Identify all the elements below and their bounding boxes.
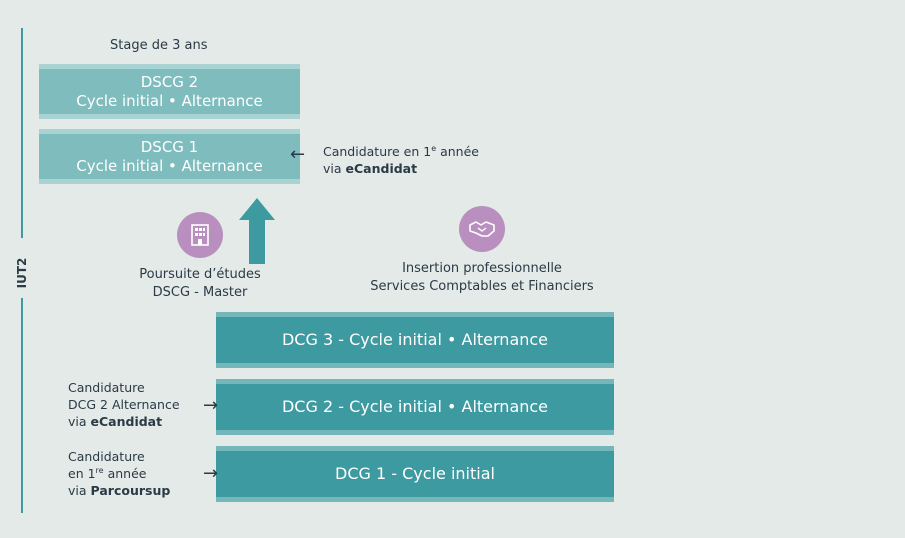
dscg-application-platform: eCandidat [345, 161, 418, 177]
dcg3-box: DCG 3 - Cycle initial • Alternance [216, 312, 614, 368]
dcg2-label: DCG 2 - Cycle initial • Alternance [281, 397, 549, 416]
stage-label: Stage de 3 ans [110, 38, 208, 53]
up-arrow-icon [239, 198, 275, 264]
dcg1-box: DCG 1 - Cycle initial [216, 446, 614, 502]
dscg-application-note: Candidature en 1e année via eCandidat [323, 144, 479, 178]
dcg2-application-platform: eCandidat [90, 413, 163, 429]
dcg2-application-line3-prefix: via [68, 413, 91, 429]
dcg1-application-platform: Parcoursup [90, 482, 171, 498]
dcg2-application-line2: DCG 2 Alternance [68, 396, 180, 412]
poursuite-text: Poursuite d’études DSCG - Master [120, 266, 280, 301]
insertion-text: Insertion professionnelle Services Compt… [352, 260, 612, 295]
iut-label: IUT2 [15, 257, 29, 289]
handshake-icon [459, 206, 505, 252]
right-arrow-icon: → [203, 395, 219, 416]
dscg1-subtitle: Cycle initial • Alternance [76, 156, 263, 175]
dcg1-application-line2-prefix: en 1 [68, 466, 96, 482]
dscg2-subtitle: Cycle initial • Alternance [76, 91, 263, 110]
dcg2-box: DCG 2 - Cycle initial • Alternance [216, 379, 614, 435]
dcg1-application-line2-suffix: année [103, 466, 147, 482]
dcg1-application-note: Candidature en 1re année via Parcoursup [68, 449, 170, 500]
poursuite-line2: DSCG - Master [152, 284, 248, 300]
dscg1-box: DSCG 1 Cycle initial • Alternance [39, 129, 300, 184]
iut-line-top [21, 28, 23, 238]
dscg-application-line1-suffix: année [436, 144, 479, 160]
poursuite-line1: Poursuite d’études [139, 267, 261, 282]
insertion-line2: Services Comptables et Financiers [370, 278, 594, 294]
building-icon [177, 212, 223, 258]
dscg2-title: DSCG 2 [140, 72, 199, 91]
dcg1-application-line2-sup: re [95, 465, 104, 475]
dscg1-title: DSCG 1 [140, 137, 199, 156]
dcg2-application-note: Candidature DCG 2 Alternance via eCandid… [68, 380, 180, 431]
dcg3-label: DCG 3 - Cycle initial • Alternance [281, 330, 549, 349]
dscg2-box: DSCG 2 Cycle initial • Alternance [39, 64, 300, 119]
iut-line-bottom [21, 298, 23, 513]
right-arrow-icon: → [203, 463, 219, 484]
dscg-application-line1-sup: e [431, 144, 437, 153]
insertion-line1: Insertion professionnelle [402, 261, 562, 276]
dcg1-application-line3-prefix: via [68, 482, 91, 498]
dscg-application-line2-prefix: via [323, 161, 346, 177]
dscg-application-line1-prefix: Candidature en 1 [323, 144, 432, 160]
dcg1-label: DCG 1 - Cycle initial [335, 464, 495, 483]
dcg2-application-line1: Candidature [68, 380, 145, 395]
dcg1-application-line1: Candidature [68, 449, 145, 464]
left-arrow-icon: ← [290, 144, 306, 165]
